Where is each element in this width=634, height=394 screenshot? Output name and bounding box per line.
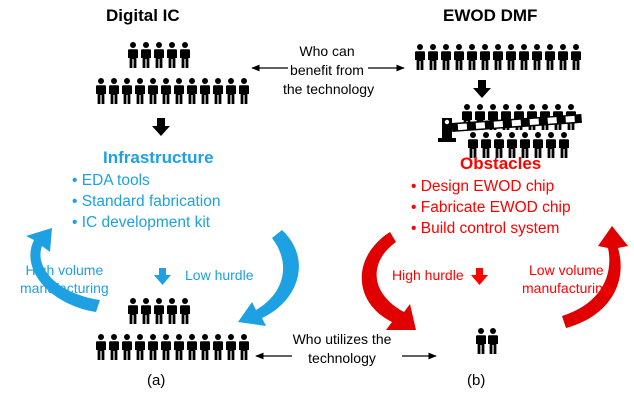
crowd-right-top — [415, 44, 581, 70]
person-icon — [559, 132, 569, 158]
list-item: • Standard fabrication — [72, 193, 221, 210]
person-icon — [161, 78, 171, 104]
person-icon — [571, 44, 581, 70]
person-icon — [122, 334, 132, 360]
person-icon — [128, 42, 138, 68]
person-icon — [506, 44, 516, 70]
person-icon — [122, 78, 132, 104]
person-icon — [226, 78, 236, 104]
person-icon — [141, 298, 151, 324]
person-icon — [180, 298, 190, 324]
obstacles-list: • Design EWOD chip • Fabricate EWOD chip… — [411, 176, 571, 239]
person-icon — [148, 78, 158, 104]
crowd-right-bottom — [476, 328, 498, 354]
person-icon — [174, 334, 184, 360]
down-arrow-icon — [152, 118, 170, 136]
person-icon — [200, 334, 210, 360]
person-icon — [558, 44, 568, 70]
person-icon — [135, 334, 145, 360]
person-icon — [480, 44, 490, 70]
person-icon — [161, 334, 171, 360]
person-icon — [154, 42, 164, 68]
high-volume-label: High volume manufacturing — [20, 262, 109, 296]
person-icon — [187, 334, 197, 360]
cycle-arrow-icon — [361, 232, 416, 330]
person-icon — [239, 334, 249, 360]
crowd-left-top — [96, 42, 249, 104]
person-icon — [454, 44, 464, 70]
person-icon — [96, 334, 106, 360]
cycle-arrow-icon — [26, 228, 100, 312]
cycle-arrow-icon — [238, 230, 299, 326]
person-icon — [519, 44, 529, 70]
low-hurdle-label: Low hurdle — [185, 267, 254, 283]
person-icon — [200, 78, 210, 104]
low-volume-label: Low volume manufacturing — [522, 262, 611, 296]
obstacles-heading: Obstacles — [460, 154, 542, 173]
left-title: Digital IC — [106, 6, 180, 25]
person-icon — [546, 132, 556, 158]
person-icon — [141, 42, 151, 68]
person-icon — [128, 298, 138, 324]
person-icon — [493, 44, 503, 70]
person-icon — [213, 334, 223, 360]
person-icon — [167, 42, 177, 68]
crowd-left-bottom — [96, 298, 249, 360]
caption-a: (a) — [147, 372, 166, 389]
list-item: • EDA tools — [72, 172, 150, 189]
list-item: • Build control system — [411, 220, 560, 237]
high-hurdle-label: High hurdle — [392, 267, 464, 283]
person-icon — [532, 44, 542, 70]
list-item: • Fabricate EWOD chip — [411, 199, 571, 216]
person-icon — [476, 328, 486, 354]
right-title: EWOD DMF — [443, 6, 538, 25]
who-can-benefit-label: Who can benefit from the technology — [283, 43, 375, 97]
crowd-behind-barrier — [462, 104, 576, 158]
infrastructure-heading: Infrastructure — [103, 148, 214, 167]
person-icon — [239, 78, 249, 104]
who-utilizes-label: Who utilizes the technology — [292, 331, 392, 366]
person-icon — [109, 334, 119, 360]
person-icon — [441, 44, 451, 70]
down-arrow-icon — [473, 80, 491, 98]
infrastructure-list: • EDA tools • Standard fabrication • IC … — [72, 170, 220, 233]
person-icon — [415, 44, 425, 70]
person-icon — [174, 78, 184, 104]
person-icon — [428, 44, 438, 70]
person-icon — [213, 78, 223, 104]
down-arrow-icon — [154, 268, 171, 285]
person-icon — [109, 78, 119, 104]
person-icon — [226, 334, 236, 360]
person-icon — [187, 78, 197, 104]
person-icon — [545, 44, 555, 70]
person-icon — [154, 298, 164, 324]
caption-b: (b) — [467, 372, 486, 389]
cycle-arrow-icon — [562, 226, 628, 328]
list-item: • IC development kit — [72, 214, 211, 231]
down-arrow-icon — [471, 268, 488, 285]
person-icon — [135, 78, 145, 104]
person-icon — [488, 328, 498, 354]
list-item: • Design EWOD chip — [411, 178, 555, 195]
person-icon — [180, 42, 190, 68]
person-icon — [167, 298, 177, 324]
person-icon — [96, 78, 106, 104]
barrier-gate-icon — [438, 113, 582, 142]
person-icon — [148, 334, 158, 360]
person-icon — [467, 44, 477, 70]
